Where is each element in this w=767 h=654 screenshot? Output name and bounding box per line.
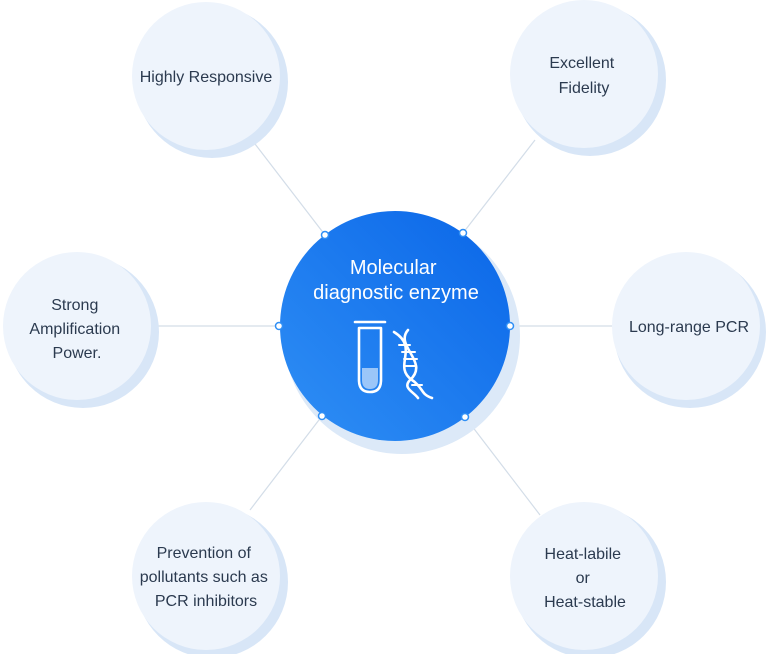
center-title-line: diagnostic enzyme xyxy=(313,282,479,304)
connector-dot xyxy=(317,411,327,421)
node-circle xyxy=(612,252,760,400)
connector-dot xyxy=(505,321,515,331)
node-circle xyxy=(132,502,280,650)
node-circle xyxy=(3,252,151,400)
connector-excellent-fidelity xyxy=(462,139,536,234)
connector-dot xyxy=(458,228,468,238)
svg-text:Prevention of pollutants: Prevention of pollutants such as PCR inh… xyxy=(140,545,273,610)
center-title: Molecular diagnostic enzyme xyxy=(313,257,479,304)
connector-dot xyxy=(274,321,284,331)
node-label-line: Long-range PCR xyxy=(629,319,749,336)
node-circle xyxy=(132,2,280,150)
node-label-line: Strong xyxy=(51,297,98,314)
node-circle xyxy=(510,0,658,148)
center-circle xyxy=(280,211,510,441)
svg-text:Long-range PCR: Long-range PCR xyxy=(629,319,749,336)
node-label-line: Excellent xyxy=(549,55,614,72)
node-label-line: Heat-stable xyxy=(544,594,626,611)
node-label-line: PCR inhibitors xyxy=(155,593,257,610)
node-prevention-of-pollutants: Prevention of pollutants such as PCR inh… xyxy=(132,502,288,654)
connector-prevention xyxy=(249,415,323,511)
connector-lines xyxy=(156,139,612,516)
center-node: Molecular diagnostic enzyme xyxy=(280,211,520,454)
connector-dot xyxy=(320,230,330,240)
node-label-line: Amplification xyxy=(29,321,120,338)
connector-dot xyxy=(460,412,470,422)
svg-text:Highly Responsive: Highly Responsive xyxy=(140,69,273,86)
center-title-line: Molecular xyxy=(350,257,437,279)
svg-text:Excellent Fidelity: Excellent Fidelity xyxy=(549,55,618,97)
node-label-line: or xyxy=(576,570,591,587)
connector-heat xyxy=(464,416,541,516)
node-label-line: Fidelity xyxy=(559,80,610,97)
node-label-line: Highly Responsive xyxy=(140,69,273,86)
connector-dots xyxy=(274,228,515,422)
connector-highly-responsive xyxy=(251,139,326,236)
node-excellent-fidelity: Excellent Fidelity xyxy=(510,0,666,156)
node-long-range-pcr: Long-range PCR xyxy=(612,252,766,408)
node-label-line: Heat-labile xyxy=(545,546,622,563)
svg-text:Strong Amplification: Strong Amplification Power. xyxy=(29,297,124,362)
node-label-line: pollutants such as xyxy=(140,569,268,586)
svg-text:Heat-labile or Hea: Heat-labile or Heat-stable xyxy=(544,546,626,611)
node-circle xyxy=(510,502,658,650)
node-label-line: Power. xyxy=(53,345,102,362)
node-strong-amplification: Strong Amplification Power. xyxy=(3,252,159,408)
test-tube-dna-icon xyxy=(353,320,434,400)
node-highly-responsive: Highly Responsive xyxy=(132,2,288,158)
node-heat-labile-stable: Heat-labile or Heat-stable xyxy=(510,502,666,654)
node-label-line: Prevention of xyxy=(157,545,252,562)
